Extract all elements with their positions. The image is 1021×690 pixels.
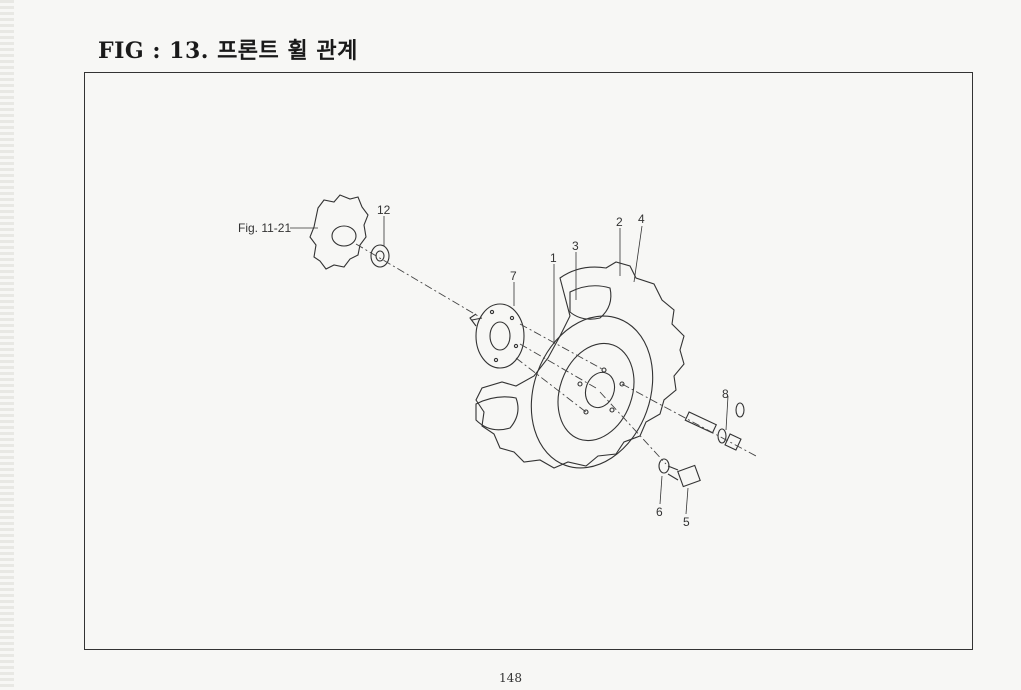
callout-3: 3 <box>572 239 579 253</box>
washer-6 <box>658 458 670 474</box>
callout-7: 7 <box>510 269 517 283</box>
nut <box>724 433 742 451</box>
diagram-frame <box>84 72 973 650</box>
assembly-centerlines <box>355 243 757 465</box>
hub-flange-7 <box>469 303 525 369</box>
callout-fig-reference: Fig. 11-21 <box>238 221 291 235</box>
page-binding-edge <box>0 0 14 690</box>
callout-2: 2 <box>616 215 623 229</box>
washer-8 <box>717 428 727 444</box>
callout-4: 4 <box>638 212 645 226</box>
stud-bolt <box>684 411 718 434</box>
callout-6: 6 <box>656 505 663 519</box>
callout-1: 1 <box>550 251 557 265</box>
bolt-5 <box>667 464 701 488</box>
callout-8: 8 <box>722 387 729 401</box>
snap-ring <box>735 402 745 418</box>
front-wheel <box>475 261 685 469</box>
washer-12 <box>370 244 390 268</box>
callout-12: 12 <box>377 203 391 217</box>
reference-gear <box>309 194 369 270</box>
leader-lines <box>290 216 729 515</box>
callout-5: 5 <box>683 515 690 529</box>
figure-title: FIG : 13. 프론트 휠 관계 <box>98 38 358 64</box>
page-number: 148 <box>499 671 522 685</box>
